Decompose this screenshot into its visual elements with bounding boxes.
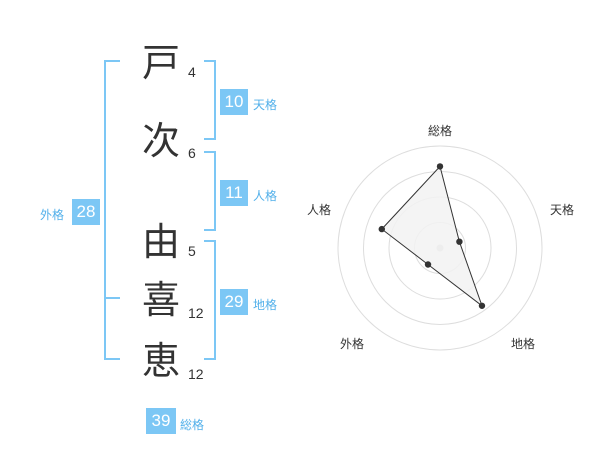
- radar-axis-label-gaikaku: 外格: [340, 337, 365, 351]
- name-char-4: 喜: [141, 278, 180, 322]
- gaikaku-bracket-tick: [104, 297, 120, 299]
- radar-polygon: [381, 165, 484, 308]
- tenkaku-label: 天格: [253, 98, 278, 112]
- gaikaku-label: 外格: [40, 208, 65, 222]
- stroke-count-3: 5: [188, 243, 196, 259]
- name-char-3: 由: [141, 220, 180, 264]
- soukaku-label: 総格: [180, 418, 205, 432]
- chikaku-label: 地格: [253, 298, 278, 312]
- chikaku-badge: 29: [220, 289, 248, 315]
- name-char-5: 恵: [141, 339, 180, 383]
- tenkaku-bracket: [204, 60, 216, 140]
- tenkaku-badge: 10: [220, 89, 248, 115]
- soukaku-badge: 39: [146, 408, 176, 434]
- radar-point-2: [456, 238, 463, 245]
- radar-ring-4: [337, 145, 543, 351]
- gaikaku-bracket: [104, 60, 120, 360]
- jinkaku-badge: 11: [220, 180, 248, 206]
- name-char-2: 次: [141, 119, 180, 163]
- radar-axis-label-soukaku: 総格: [428, 124, 453, 138]
- radar-point-1: [436, 163, 444, 170]
- radar-axis-label-jinkaku: 人格: [307, 203, 332, 217]
- name-char-1: 戸: [141, 41, 180, 85]
- stroke-count-4: 12: [188, 305, 204, 321]
- gaikaku-badge: 28: [72, 199, 100, 225]
- radar-point-5: [378, 225, 385, 233]
- radar-point-3: [478, 302, 486, 309]
- radar-axis-label-chikaku: 地格: [511, 337, 536, 351]
- stroke-count-2: 6: [188, 145, 196, 161]
- jinkaku-bracket: [204, 151, 216, 231]
- radar-axis-label-tenkaku: 天格: [550, 203, 575, 217]
- radar-point-4: [424, 261, 432, 268]
- stroke-count-1: 4: [188, 64, 196, 80]
- chikaku-bracket: [204, 240, 216, 360]
- stroke-count-5: 12: [188, 366, 204, 382]
- jinkaku-label: 人格: [253, 189, 278, 203]
